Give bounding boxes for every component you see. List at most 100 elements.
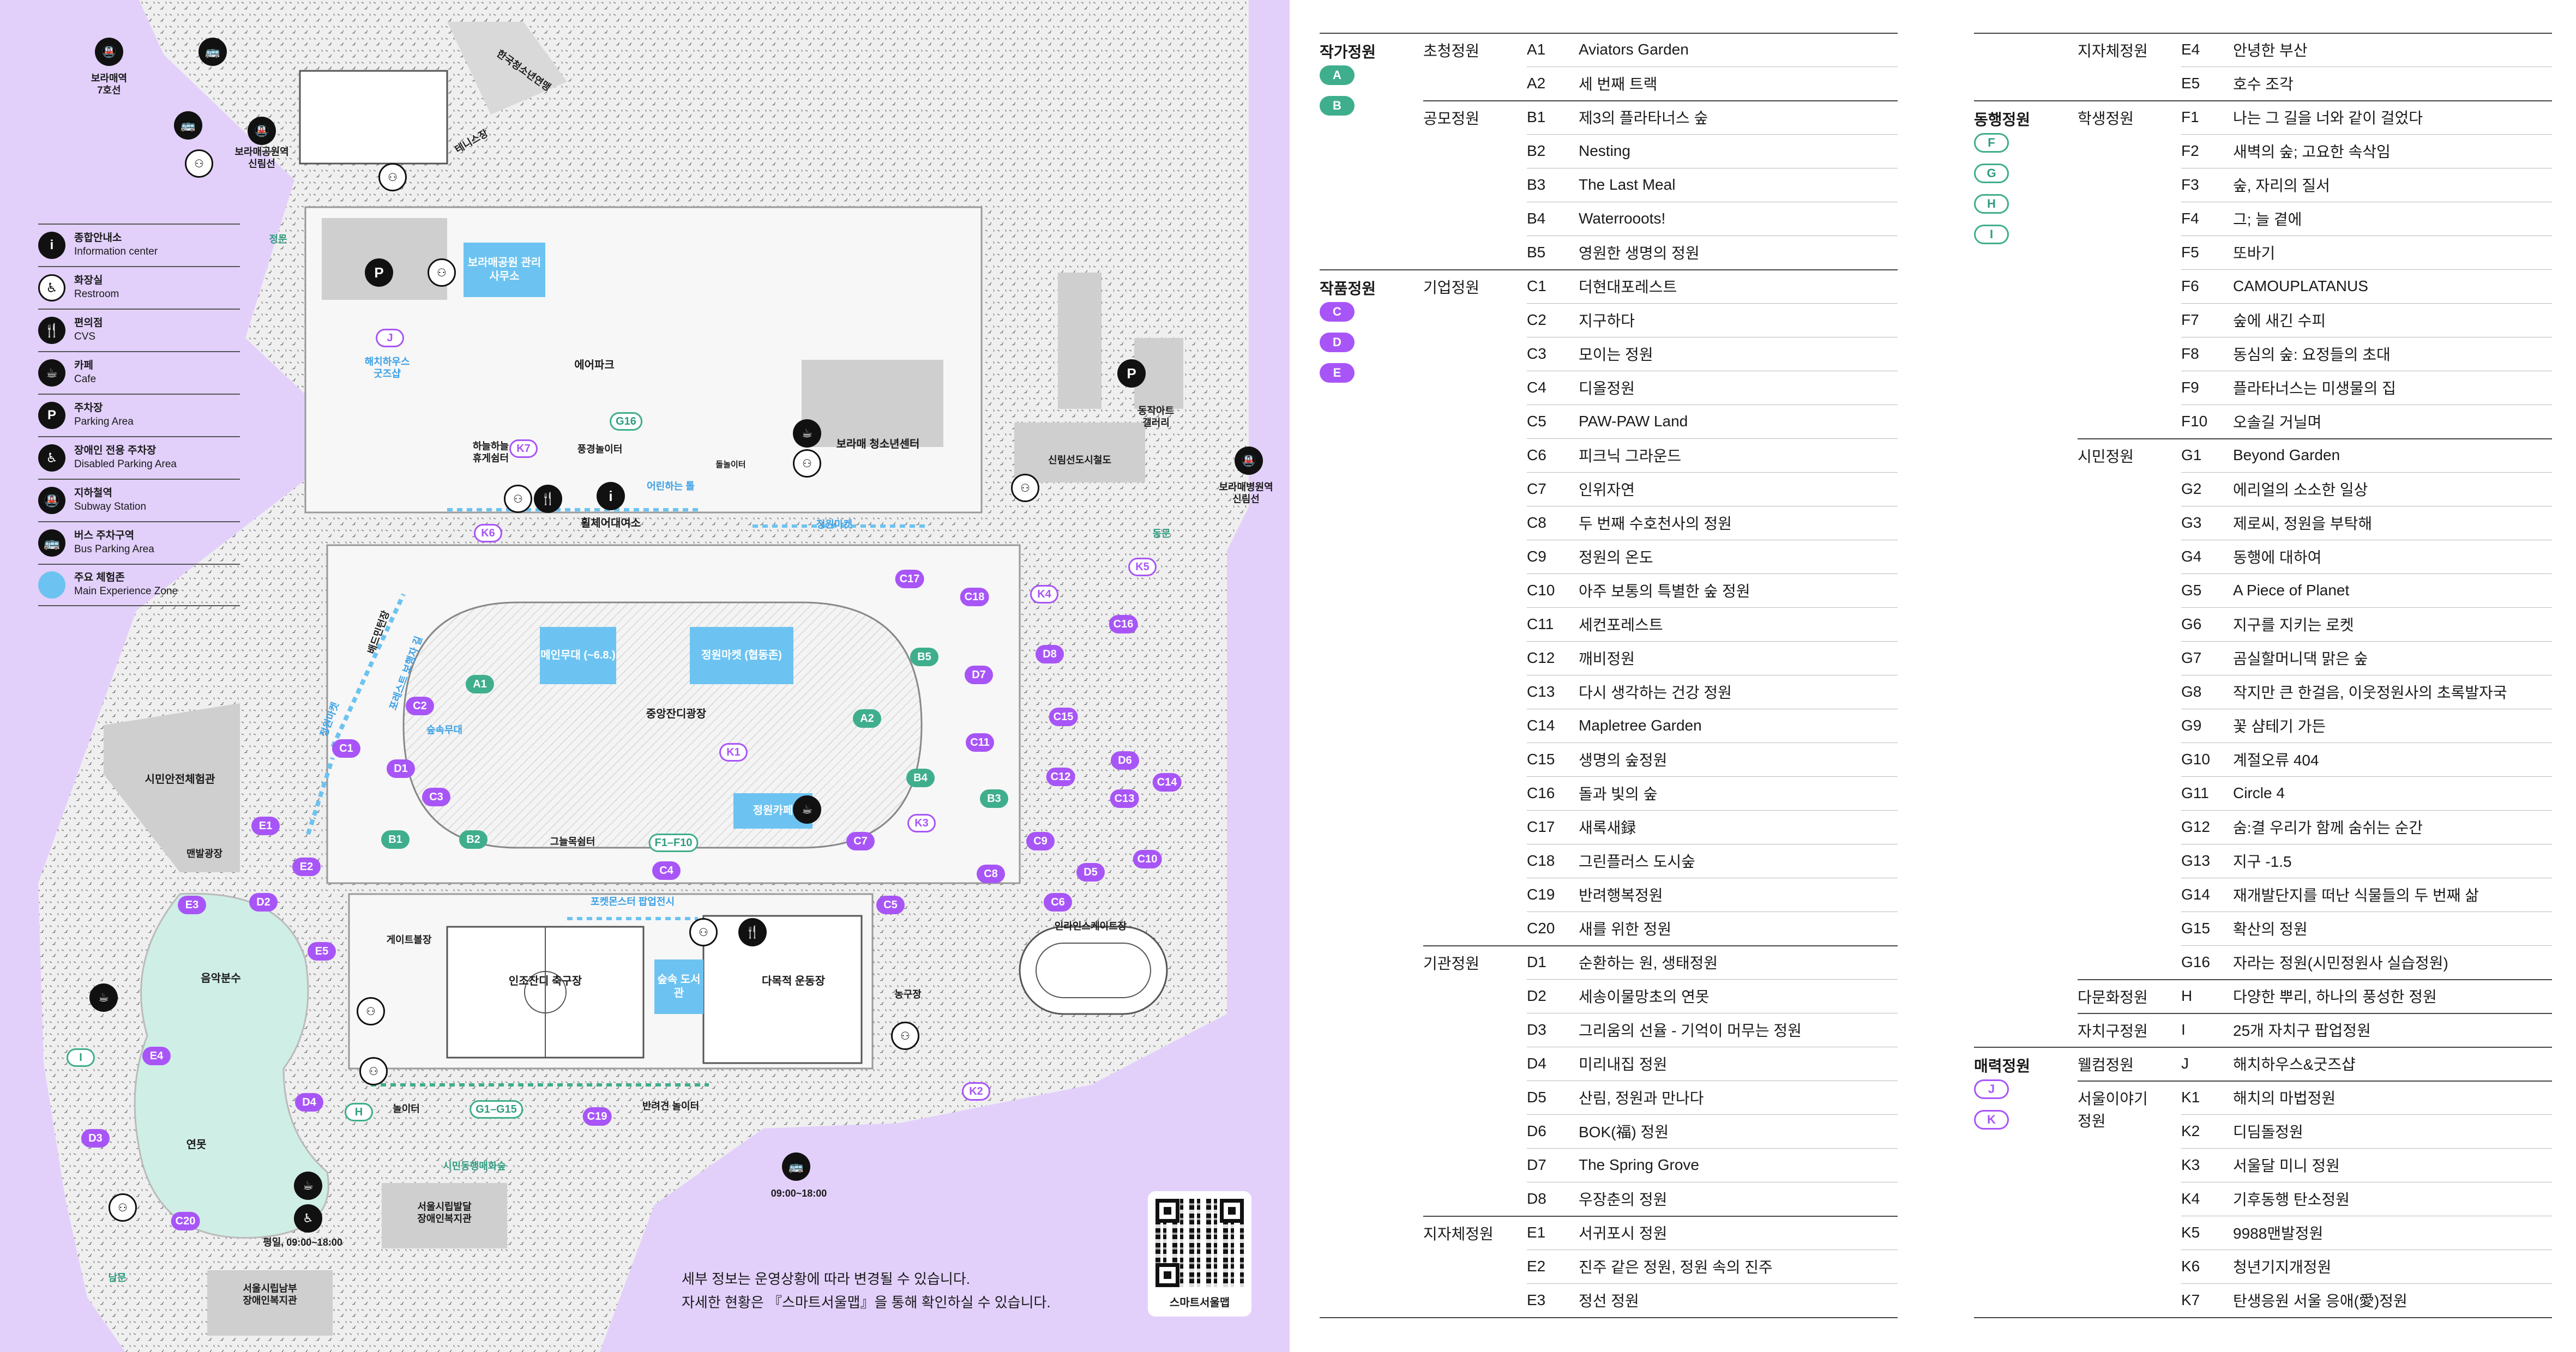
garden-marker-k1[interactable]: K1 (719, 743, 748, 762)
garden-marker-c14[interactable]: C14 (1152, 773, 1182, 792)
garden-marker-k6[interactable]: K6 (474, 524, 502, 542)
garden-marker-e5[interactable]: E5 (308, 942, 336, 961)
garden-marker-c18[interactable]: C18 (960, 588, 989, 606)
garden-marker-b4[interactable]: B4 (906, 769, 935, 787)
garden-marker-k5[interactable]: K5 (1128, 558, 1157, 576)
garden-marker-c1[interactable]: C1 (332, 739, 360, 758)
garden-marker-d6[interactable]: D6 (1111, 751, 1139, 770)
garden-marker-e1[interactable]: E1 (251, 817, 280, 835)
garden-marker-k3[interactable]: K3 (907, 814, 936, 832)
garden-marker-c8[interactable]: C8 (977, 865, 1005, 883)
garden-marker-f1-f10[interactable]: F1–F10 (648, 834, 699, 852)
garden-marker-k7[interactable]: K7 (509, 439, 538, 458)
garden-marker-d5[interactable]: D5 (1076, 863, 1105, 882)
garden-marker-c2[interactable]: C2 (406, 697, 434, 715)
garden-marker-c11[interactable]: C11 (966, 733, 994, 752)
main-stage-zone[interactable]: 메인무대 (~6.8.) (540, 627, 616, 684)
garden-marker-g1-g15[interactable]: G1–G15 (470, 1100, 523, 1119)
garden-marker-b3[interactable]: B3 (980, 789, 1008, 808)
qr-code[interactable]: 스마트서울맵 (1148, 1191, 1251, 1317)
garden-marker-a2[interactable]: A2 (853, 709, 881, 728)
garden-marker-c4[interactable]: C4 (652, 861, 681, 880)
garden-marker-k2[interactable]: K2 (962, 1082, 990, 1101)
garden-market-zone[interactable]: 정원마켓 (협동존) (690, 627, 793, 684)
garden-marker-c15[interactable]: C15 (1049, 708, 1078, 726)
garden-marker-g16[interactable]: G16 (610, 412, 642, 431)
garden-marker-b1[interactable]: B1 (381, 830, 410, 849)
garden-marker-d4[interactable]: D4 (295, 1093, 323, 1112)
garden-marker-c17[interactable]: C17 (895, 570, 924, 588)
garden-marker-d1[interactable]: D1 (387, 759, 415, 778)
garden-marker-i[interactable]: I (67, 1048, 95, 1067)
garden-marker-d2[interactable]: D2 (249, 893, 278, 912)
garden-marker-d7[interactable]: D7 (965, 666, 993, 684)
garden-marker-c10[interactable]: C10 (1133, 850, 1162, 868)
garden-marker-e4[interactable]: E4 (142, 1047, 171, 1065)
garden-marker-c16[interactable]: C16 (1109, 615, 1138, 633)
garden-marker-c9[interactable]: C9 (1026, 832, 1055, 850)
garden-marker-k4[interactable]: K4 (1030, 585, 1058, 603)
garden-marker-c20[interactable]: C20 (171, 1212, 200, 1230)
garden-marker-d3[interactable]: D3 (81, 1129, 110, 1148)
